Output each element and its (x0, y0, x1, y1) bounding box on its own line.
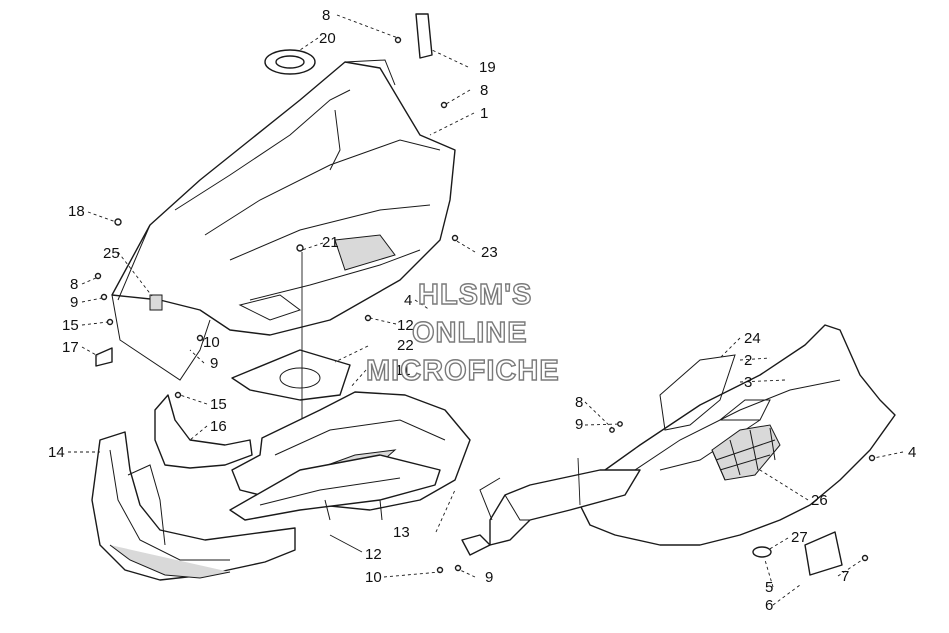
callout-17: 17 (62, 339, 79, 356)
callout-10: 10 (203, 334, 220, 351)
belly-pan-part (229, 391, 471, 521)
callout-4: 4 (404, 292, 412, 309)
callout-9: 9 (70, 294, 78, 311)
front-nose-part (91, 431, 296, 581)
callout-2: 2 (744, 352, 752, 369)
callout-labels: 8 20 19 8 1 18 21 23 25 8 9 4 12 15 10 2… (48, 7, 916, 614)
callout-8: 8 (70, 276, 78, 293)
callout-8: 8 (480, 82, 488, 99)
callout-8: 8 (575, 394, 583, 411)
side-panel-part (154, 394, 253, 469)
callout-15: 15 (62, 317, 79, 334)
callout-27: 27 (791, 529, 808, 546)
callout-9: 9 (485, 569, 493, 586)
callout-11: 11 (395, 362, 411, 379)
watermark-line-1: HLSM'S (418, 279, 532, 311)
callout-15: 15 (210, 396, 227, 413)
callout-16: 16 (210, 418, 227, 435)
callout-6: 6 (765, 597, 773, 614)
watermark-line-2: ONLINE (412, 317, 528, 349)
callout-20: 20 (319, 30, 336, 47)
callout-19: 19 (479, 59, 496, 76)
callout-9: 9 (210, 355, 218, 372)
grommet-ring-part (264, 49, 316, 75)
watermark-line-3: MICROFICHE (366, 355, 560, 387)
bracket-part (415, 13, 433, 59)
callout-8: 8 (322, 7, 330, 24)
leader-lines (68, 14, 904, 606)
callout-10: 10 (365, 569, 382, 586)
callout-5: 5 (765, 579, 773, 596)
callout-12: 12 (397, 317, 414, 334)
callout-4: 4 (908, 444, 916, 461)
callout-13: 13 (393, 524, 410, 541)
watermark: HLSM'S ONLINE MICROFICHE (365, 278, 560, 387)
hood-console-part (111, 59, 456, 381)
plate-part (231, 349, 351, 401)
callout-9: 9 (575, 416, 583, 433)
callout-26: 26 (811, 492, 828, 509)
callout-12: 12 (365, 546, 382, 563)
callout-14: 14 (48, 444, 65, 461)
callout-1: 1 (480, 105, 488, 122)
small-fastener-parts (94, 36, 876, 576)
callout-23: 23 (481, 244, 498, 261)
callout-7: 7 (841, 568, 849, 585)
callout-25: 25 (103, 245, 120, 262)
callout-3: 3 (744, 374, 752, 391)
tunnel-bracket-part (461, 469, 641, 556)
callout-22: 22 (397, 337, 414, 354)
right-belly-assembly-part (579, 324, 896, 546)
callout-21: 21 (322, 234, 339, 251)
callout-24: 24 (744, 330, 761, 347)
callout-18: 18 (68, 203, 85, 220)
